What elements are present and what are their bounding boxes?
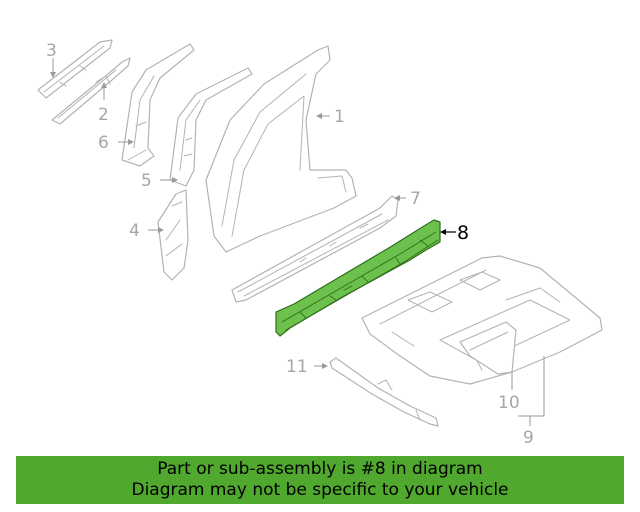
callout-11: 11: [286, 357, 308, 377]
callout-2: 2: [98, 105, 109, 125]
part-11-bracket: [329, 357, 439, 427]
part-9-floor-pan: [361, 255, 603, 385]
callout-6: 6: [98, 133, 109, 153]
part-1-body-side: [205, 45, 357, 253]
banner-line-part: Part or sub-assembly is #8 in diagram: [157, 459, 483, 479]
part-7-rocker: [231, 195, 399, 303]
info-banner: Part or sub-assembly is #8 in diagram Di…: [16, 456, 624, 504]
callout-8: 8: [457, 222, 469, 244]
callout-5: 5: [141, 171, 152, 191]
callout-10: 10: [498, 393, 520, 413]
part-4-pillar-reinforcement: [157, 189, 189, 281]
part-5-b-pillar: [169, 67, 253, 187]
part-6-a-pillar: [121, 43, 195, 167]
callout-7: 7: [410, 189, 421, 209]
part-3-roof-rail: [37, 39, 113, 99]
callout-9: 9: [523, 428, 534, 448]
callout-4: 4: [129, 221, 140, 241]
part-2-roof-reinforcement: [51, 57, 131, 125]
callout-1: 1: [334, 107, 345, 127]
banner-line-disclaimer: Diagram may not be specific to your vehi…: [131, 480, 509, 500]
part-8-inner-rocker-highlighted: [275, 219, 441, 337]
parts-diagram: 3 2 6 5 4 1 7 8 10 9 11: [37, 39, 603, 448]
callout-3: 3: [46, 41, 57, 61]
